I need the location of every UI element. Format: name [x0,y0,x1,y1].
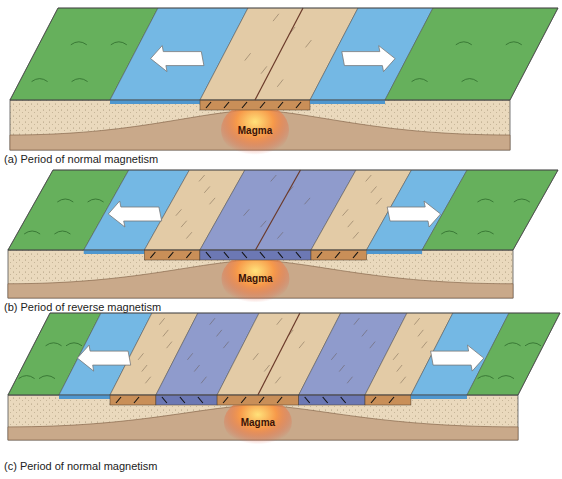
magnetic-arrow [134,397,139,403]
ocean-edge [59,395,110,399]
magnetized-crust [365,395,411,405]
magnetic-arrow [150,252,155,258]
panel-caption: (c) Period of normal magnetism [4,460,157,472]
spreading-arrow [342,46,395,72]
magnetized-crust [311,250,367,260]
spreading-arrow [431,345,484,371]
magnetic-arrow [260,252,265,258]
ocean-edge [367,250,423,254]
crust-block [8,170,558,305]
panel-caption: (a) Period of normal magnetism [4,153,158,165]
magnetic-arrow [206,102,211,108]
spreading-arrow [151,46,204,72]
magnetic-arrow [260,102,265,108]
magnetic-arrow [296,252,301,258]
ridge-axis [255,170,300,250]
ocean-edge [84,250,145,254]
magnetic-arrow [224,252,229,258]
ridge-axis [258,313,300,395]
crust-block [10,8,558,158]
magnetic-arrow [278,102,283,108]
spreading-arrow [108,201,161,227]
magnetic-arrow [198,397,203,403]
magnetic-arrow [259,397,264,403]
magnetic-arrow [162,397,167,403]
magnetic-arrow [371,397,376,403]
panel-caption: (b) Period of reverse magnetism [4,301,161,313]
magnetic-arrow [353,252,358,258]
magnetic-arrow [317,252,322,258]
crust-block [8,313,560,447]
magma-plume [221,252,289,305]
spreading-arrow [387,201,440,227]
magnetic-arrow [242,102,247,108]
magnetic-arrow [186,252,191,258]
magma-label: Magma [241,417,275,428]
magma-plume [221,103,289,158]
magnetic-arrow [223,397,228,403]
magnetized-crust [200,250,311,260]
magnetized-crust [110,395,156,405]
magnetic-arrow [296,102,301,108]
magnetic-arrow [180,397,185,403]
magnetic-arrow [116,397,121,403]
magnetic-arrow [224,102,229,108]
ocean-edge [110,100,200,104]
ocean-edge [310,100,385,104]
magnetic-arrow [389,397,394,403]
magma-label: Magma [238,273,272,284]
spreading-arrow [77,345,130,371]
magnetic-arrow [278,252,283,258]
magnetic-arrow [242,252,247,258]
magnetic-arrow [323,397,328,403]
surface-band [422,170,558,250]
magnetic-arrow [168,252,173,258]
magnetized-crust [299,395,365,405]
surface-band [467,313,560,395]
magnetized-crust [144,250,200,260]
magnetized-crust [156,395,217,405]
magnetic-arrow [335,252,340,258]
magnetic-arrow [305,397,310,403]
surface-band [385,8,558,100]
ridge-axis [255,8,303,100]
magnetic-arrow [277,397,282,403]
ocean-edge [411,395,467,399]
magma-label: Magma [238,125,272,136]
magnetized-crust [200,100,310,110]
magnetic-arrow [341,397,346,403]
magnetized-crust [217,395,299,405]
magnetic-arrow [206,252,211,258]
magnetic-arrow [241,397,246,403]
